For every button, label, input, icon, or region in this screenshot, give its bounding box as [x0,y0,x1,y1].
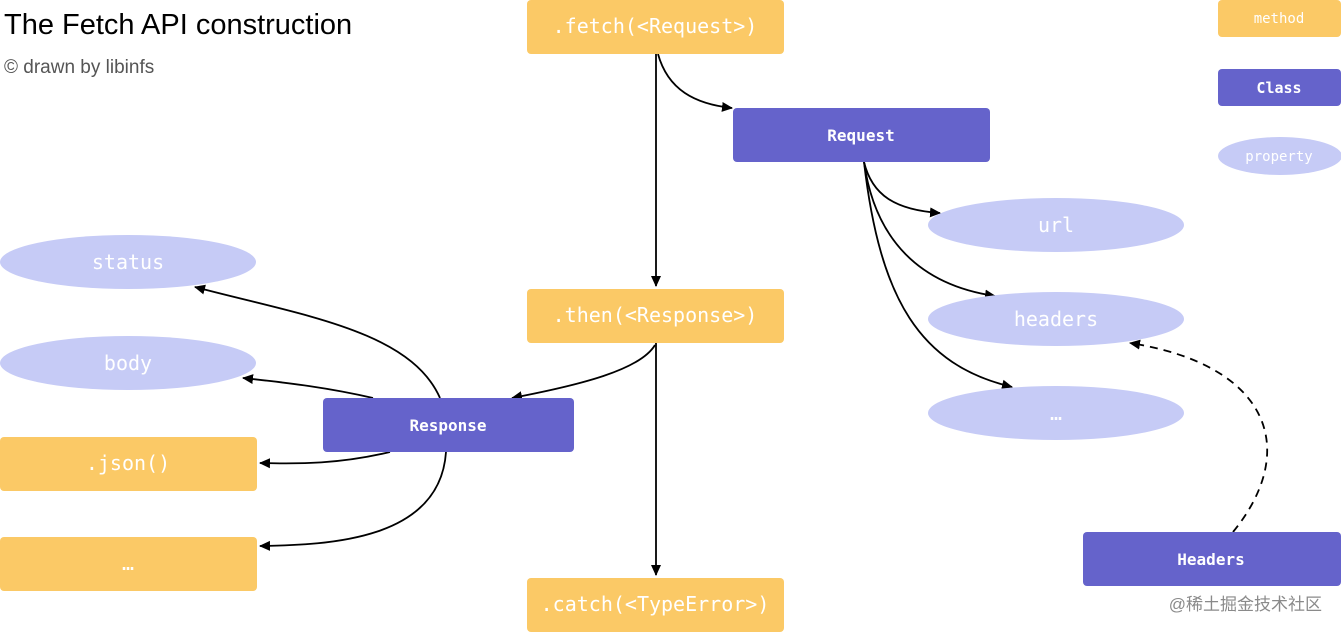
node-headers-class-label: Headers [1177,550,1244,569]
node-catch-label: .catch(<TypeError>) [541,592,770,616]
legend-method-label: method [1254,11,1305,27]
node-response-more: … [0,537,257,591]
page-subtitle: © drawn by libinfs [4,57,154,78]
node-fetch-label: .fetch(<Request>) [553,14,758,38]
node-body-label: body [104,351,152,375]
edge-response-to-more [259,451,447,551]
edge-headers-class-to-headers-prop [1129,339,1268,533]
node-then-label: .then(<Response>) [553,303,758,327]
node-status: status [0,235,256,289]
node-url-label: url [1038,213,1074,237]
legend-class-label: Class [1256,79,1301,97]
node-headers-prop: headers [928,292,1184,346]
node-request: Request [733,108,990,162]
node-then: .then(<Response>) [527,289,784,343]
legend-property-label: property [1245,149,1312,165]
node-response-more-label: … [122,551,134,575]
page-title: The Fetch API construction [4,9,352,41]
edge-request-to-headers [863,161,996,300]
node-catch: .catch(<TypeError>) [527,578,784,632]
node-status-label: status [92,250,164,274]
node-headers-class: Headers [1083,532,1341,586]
node-request-more: … [928,386,1184,440]
legend-property: property [1218,137,1341,175]
watermark-text: @稀土掘金技术社区 [1169,595,1322,614]
node-json-label: .json() [86,451,170,475]
edge-request-to-more [863,161,1013,390]
edge-response-to-status [194,284,441,399]
node-response-label: Response [409,416,486,435]
legend-method: method [1218,0,1341,37]
edge-request-to-url [863,161,941,218]
edge-fetch-to-request [657,53,733,112]
legend-class: Class [1218,69,1341,106]
edge-then-to-response [511,344,656,402]
node-headers-prop-label: headers [1014,307,1098,331]
node-body: body [0,336,256,390]
node-url: url [928,198,1184,252]
node-response: Response [323,398,574,452]
edge-response-to-json [259,451,391,469]
edge-response-to-body [242,374,374,399]
node-json: .json() [0,437,257,491]
node-request-more-label: … [1050,401,1062,425]
node-fetch: .fetch(<Request>) [527,0,784,54]
node-request-label: Request [827,126,894,145]
